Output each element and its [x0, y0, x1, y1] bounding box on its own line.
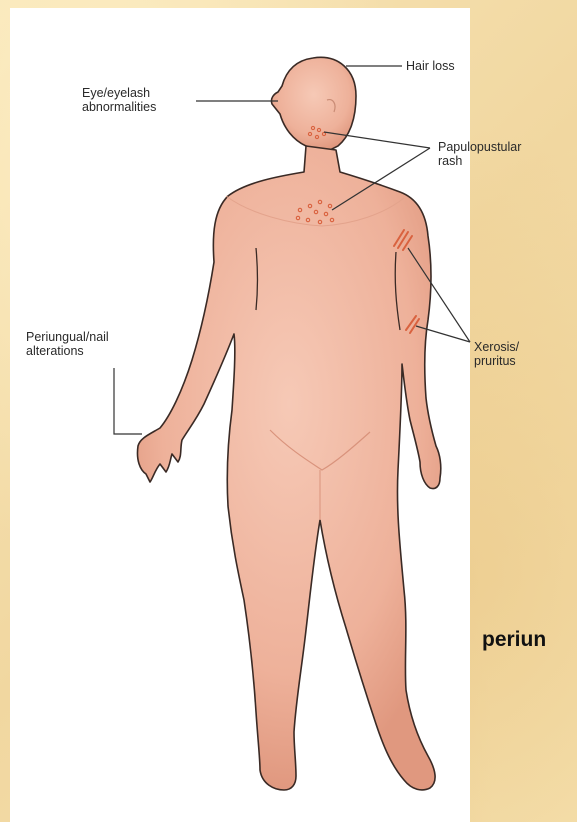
head: [271, 57, 356, 150]
label-periungual-nail: Periungual/nail alterations: [26, 330, 109, 358]
label-hair-loss: Hair loss: [406, 59, 455, 73]
label-papulopustular-rash: Papulopustular rash: [438, 140, 521, 168]
label-xerosis-pruritus: Xerosis/ pruritus: [474, 340, 519, 368]
label-eye-eyelash: Eye/eyelash abnormalities: [82, 86, 156, 114]
slide-caption-fragment: periun: [482, 628, 577, 652]
periungual-leader: [114, 368, 142, 434]
